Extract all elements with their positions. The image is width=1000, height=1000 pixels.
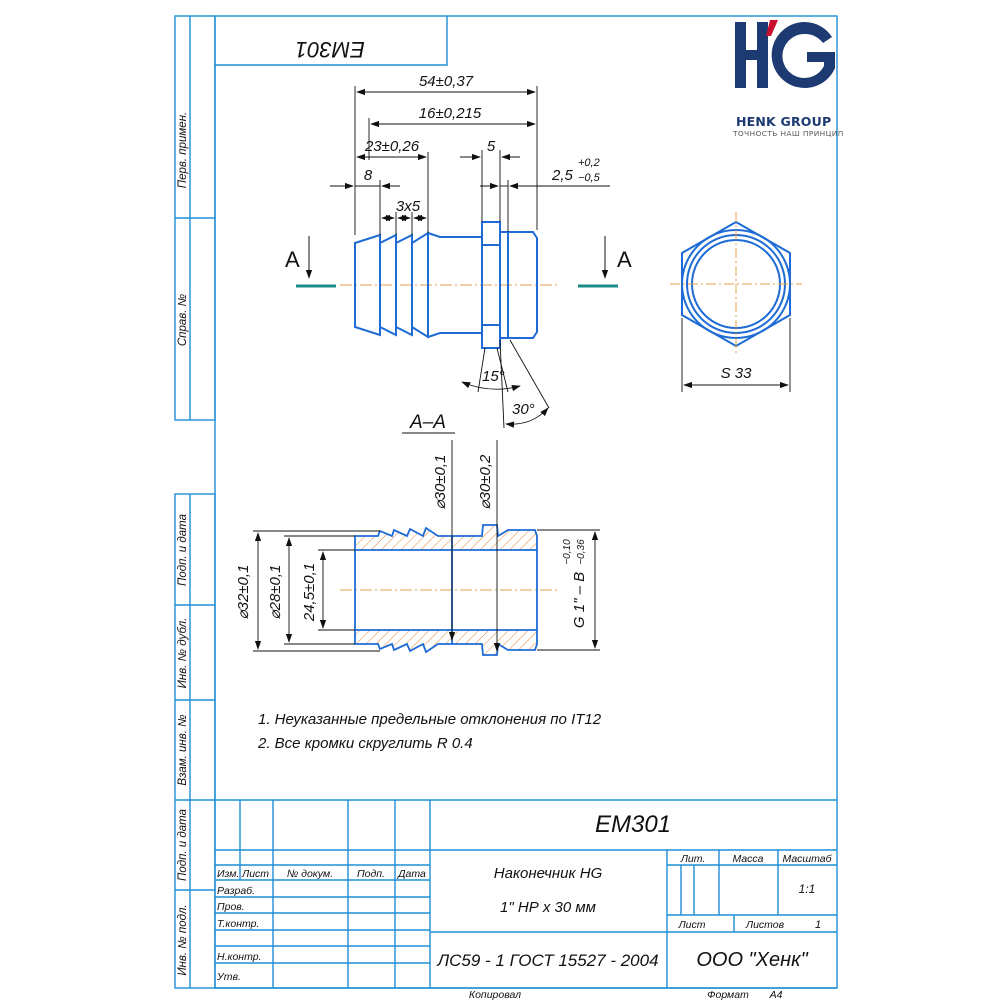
tb-format: Формат	[707, 989, 749, 1000]
section-mark-right: A	[578, 236, 632, 288]
dim-thread-length: 16±0,215	[419, 105, 482, 122]
tb-massa: Масса	[732, 853, 763, 865]
section-arrow-right-label: A	[617, 247, 632, 272]
dim-chamfer: 2,5	[551, 167, 574, 184]
tb-row-prov: Пров.	[217, 901, 245, 913]
section-arrow-left-label: A	[285, 247, 300, 272]
note-2: 2. Все кромки скруглить R 0.4	[257, 735, 473, 752]
dim-overall-length: 54±0,37	[419, 73, 474, 90]
dim-barb-pitch: 3х5	[396, 198, 421, 215]
tb-row-utv: Утв.	[216, 971, 241, 983]
dim-dia-28: ⌀28±0,1	[267, 565, 284, 620]
margin-inv-dubl: Инв. № дубл.	[177, 618, 189, 689]
tb-format-value: A4	[769, 989, 783, 1000]
dim-thread-lower: −0,36	[576, 539, 587, 565]
tb-col-doc: № докум.	[287, 868, 333, 880]
section-mark-left: A	[285, 236, 336, 288]
margin-vzam-inv: Взам. инв. №	[177, 714, 189, 786]
dim-first-step: 8	[364, 167, 373, 184]
tb-row-tkontr: Т.контр.	[217, 918, 259, 930]
tb-sheets-total: 1	[815, 919, 821, 931]
section-wall-top	[354, 524, 538, 551]
section-wall-bottom	[354, 629, 538, 656]
tb-col-izm: Изм.	[217, 868, 239, 880]
dim-dia-32: ⌀32±0,1	[235, 565, 252, 620]
margin-podp-data-top: Подп. и дата	[177, 514, 189, 586]
dim-dia-30-2: ⌀30±0,2	[477, 454, 494, 509]
dim-chamfer-upper: +0,2	[578, 157, 600, 169]
dim-dia-24: 24,5±0,1	[301, 563, 318, 622]
tb-code: EM301	[595, 811, 671, 838]
side-view	[340, 221, 560, 349]
section-title: A–A	[409, 412, 446, 433]
side-dimensions	[330, 86, 610, 429]
tb-name-line1: Наконечник HG	[494, 865, 603, 882]
tb-col-list: Лист	[241, 868, 269, 880]
dim-angle-30: 30°	[512, 401, 535, 418]
tb-sheet: Лист	[677, 919, 705, 931]
dim-dia-30-1: ⌀30±0,1	[432, 455, 449, 510]
margin-perv-primen: Перв. примен.	[177, 112, 189, 188]
tb-kopiroval: Копировал	[469, 989, 521, 1000]
logo-tagline: ТОЧНОСТЬ НАШ ПРИНЦИП	[733, 129, 844, 138]
henk-group-logo: HENK GROUP ТОЧНОСТЬ НАШ ПРИНЦИП	[733, 18, 843, 138]
tb-row-razrab: Разраб.	[217, 885, 255, 897]
tb-company: ООО "Хенк"	[696, 949, 808, 971]
margin-podp-data-bottom: Подп. и дата	[177, 809, 189, 881]
tb-sheets: Листов	[745, 919, 785, 931]
title-block	[215, 799, 837, 989]
tb-lit: Лит.	[680, 853, 706, 865]
dim-thread: G 1" – B	[571, 572, 588, 628]
mirrored-code: EM301	[295, 37, 365, 62]
dim-barb-length: 23±0,26	[364, 138, 420, 155]
dim-hex-size: S 33	[721, 365, 753, 382]
tb-col-data: Дата	[397, 868, 426, 880]
tb-row-nkontr: Н.контр.	[217, 951, 261, 963]
margin-sprav-no: Справ. №	[177, 293, 189, 346]
tb-name-line2: 1" НР х 30 мм	[500, 899, 596, 916]
tb-col-podp: Подп.	[357, 868, 385, 880]
dim-chamfer-lower: −0,5	[578, 172, 601, 184]
tb-masshtab: Масштаб	[782, 853, 832, 865]
sheet-frame	[174, 15, 838, 989]
tb-scale-value: 1:1	[799, 882, 816, 896]
hg-logo-mark	[735, 20, 835, 88]
margin-inv-podl: Инв. № подл.	[177, 904, 189, 975]
tb-material: ЛС59 - 1 ГОСТ 15527 - 2004	[436, 951, 658, 970]
section-view: ⌀32±0,1 ⌀28±0,1 24,5±0,1 ⌀30±0,1 ⌀30±0,2…	[235, 440, 600, 656]
logo-name: HENK GROUP	[736, 114, 832, 129]
dim-angle-15: 15°	[482, 368, 505, 385]
dim-hex-width: 5	[487, 138, 496, 155]
dim-thread-upper: −0,10	[562, 539, 573, 565]
note-1: 1. Неуказанные предельные отклонения по …	[258, 711, 602, 728]
end-view: S 33	[670, 212, 802, 392]
